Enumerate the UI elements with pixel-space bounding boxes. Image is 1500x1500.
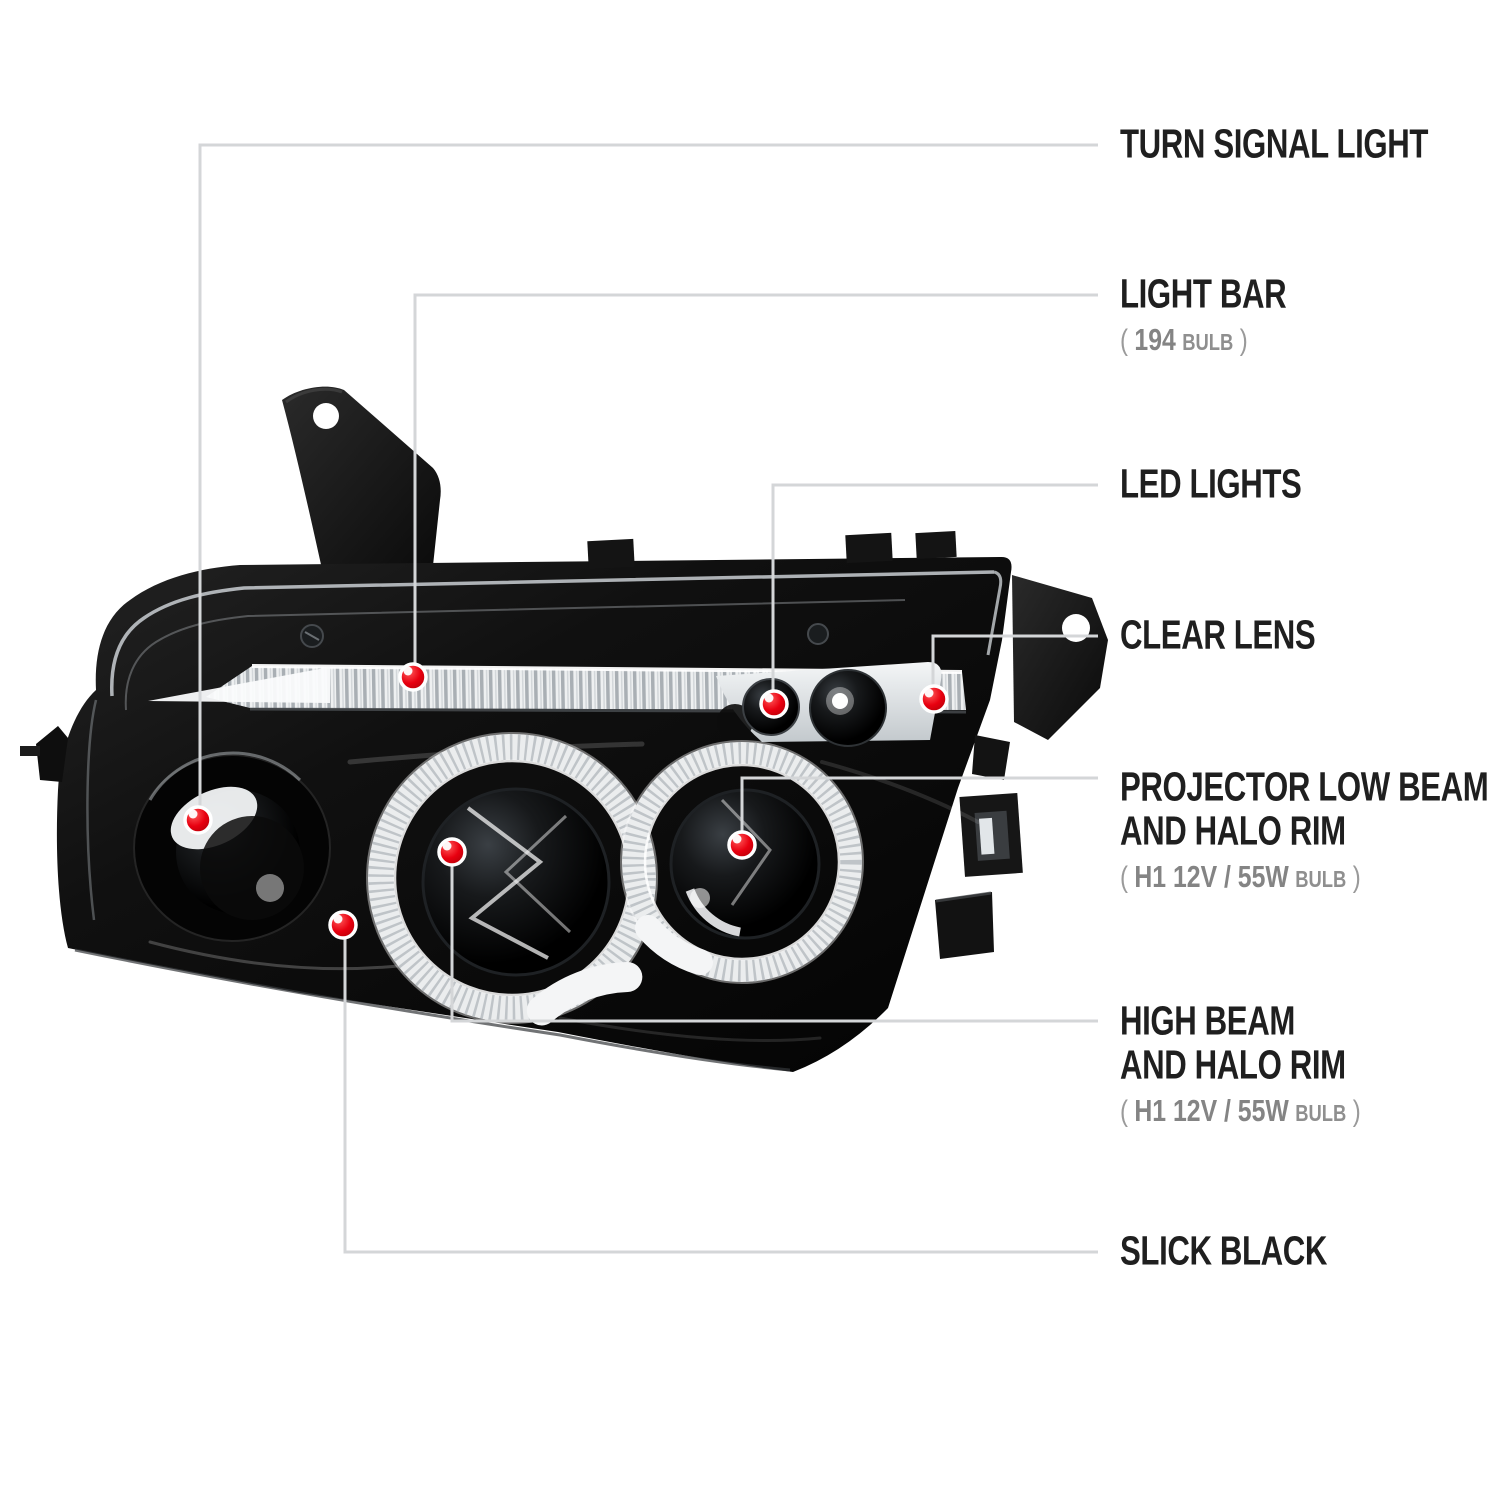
bulb-unit: BULB — [1295, 1100, 1347, 1126]
halo-bracket — [526, 962, 643, 1026]
callout-dot-high-beam — [437, 837, 467, 867]
strip-reflection — [148, 667, 330, 703]
projector-turn-signal — [133, 751, 331, 942]
bulb-value: H1 12V / 55W — [1134, 859, 1289, 894]
callout-label: LED LIGHTS — [1120, 462, 1302, 507]
bulb-unit: BULB — [1295, 866, 1347, 892]
leader-line-slick-black — [343, 925, 1098, 1254]
leader-line-high-beam — [450, 852, 1098, 1023]
paren-close: ) — [1239, 324, 1248, 357]
callout-slick-black: SLICK BLACK — [1120, 1229, 1379, 1274]
callout-turn-signal-light: TURN SIGNAL LIGHT — [1120, 122, 1500, 167]
halo-bracket — [635, 915, 713, 975]
led-area — [716, 662, 942, 747]
callout-dot-turn-signal-light — [183, 805, 213, 835]
callout-label-line2: AND HALO RIM — [1120, 1043, 1346, 1088]
paren-open: ( — [1120, 324, 1128, 357]
led-chip — [832, 693, 848, 709]
callout-dot-projector-low-beam — [727, 830, 757, 860]
fin-hole — [1062, 614, 1090, 642]
callout-label: TURN SIGNAL LIGHT — [1120, 122, 1429, 167]
paren-open: ( — [1120, 1095, 1128, 1128]
bracket-hole — [313, 403, 339, 429]
callout-dot-light-bar — [398, 662, 428, 692]
side-tab-left — [20, 726, 68, 782]
callout-label: SLICK BLACK — [1120, 1229, 1328, 1274]
bulb-value: H1 12V / 55W — [1134, 1093, 1289, 1128]
screws — [300, 623, 829, 648]
housing-top-tabs — [587, 530, 957, 570]
leader-line-light-bar — [413, 293, 1098, 677]
leader-line-clear-lens — [931, 634, 1098, 699]
connector-tab — [959, 792, 1023, 877]
callout-clear-lens: CLEAR LENS — [1120, 613, 1364, 658]
leader-line-projector-low-beam — [740, 776, 1098, 845]
callout-label: PROJECTOR LOW BEAM — [1120, 765, 1489, 810]
leader-lines — [198, 143, 1098, 1254]
leader-line-led-lights — [771, 483, 1098, 704]
callout-led-lights: LED LIGHTS — [1120, 462, 1347, 507]
bulb-unit: BULB — [1182, 329, 1234, 355]
paren-open: ( — [1120, 861, 1128, 894]
callout-projector-low-beam: PROJECTOR LOW BEAM AND HALO RIM (H1 12V … — [1120, 765, 1500, 903]
bulb-value: 194 — [1134, 322, 1176, 357]
lower-tab — [935, 892, 994, 959]
led-lens-large — [809, 669, 887, 747]
callout-label-line2: AND HALO RIM — [1120, 809, 1346, 854]
mounting-bracket — [282, 386, 441, 578]
callout-label: HIGH BEAM — [1120, 999, 1295, 1044]
side-brackets-right — [935, 575, 1108, 959]
callout-dots — [183, 662, 949, 940]
callout-dot-led-lights — [759, 689, 789, 719]
callout-label: CLEAR LENS — [1120, 613, 1316, 658]
paren-close: ) — [1352, 1095, 1361, 1128]
top-right-fin — [1012, 575, 1108, 740]
callout-dot-slick-black — [328, 910, 358, 940]
paren-close: ) — [1352, 861, 1361, 894]
callout-dot-clear-lens — [919, 684, 949, 714]
projector-low-beam — [620, 740, 864, 984]
callout-label: LIGHT BAR — [1120, 272, 1287, 317]
leader-line-turn-signal-light — [198, 143, 1098, 820]
